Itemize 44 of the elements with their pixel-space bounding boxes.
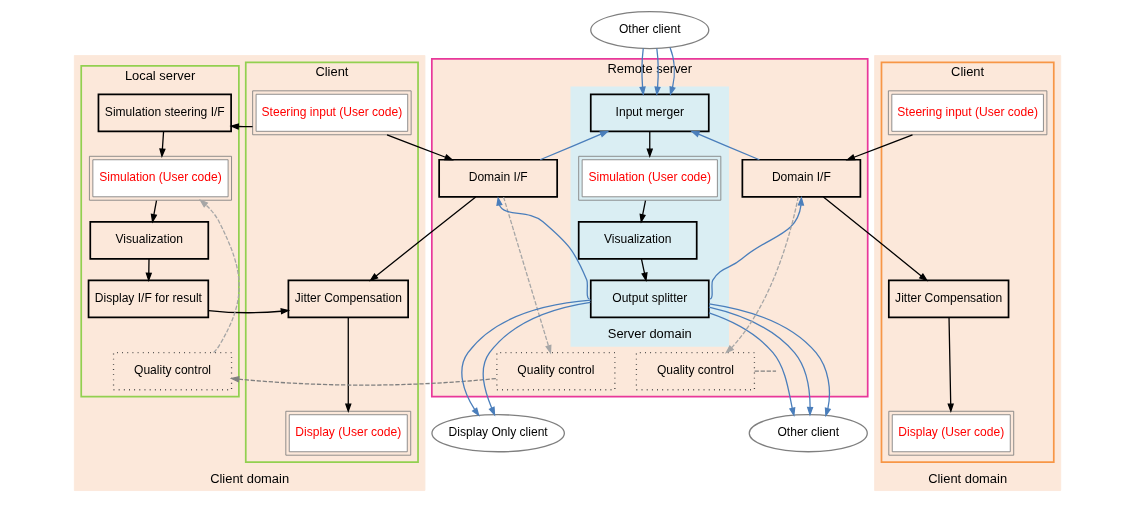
arrow <box>368 196 476 282</box>
arrow <box>344 316 352 413</box>
arrow <box>385 134 454 161</box>
arrow <box>502 196 551 355</box>
arrow <box>653 47 661 97</box>
node-box: Domain I/F <box>741 158 861 198</box>
node-box: Quality control <box>112 352 232 391</box>
node-ellipse: Other client <box>589 10 709 50</box>
arrow <box>539 130 609 161</box>
arrow <box>145 258 152 283</box>
arrow <box>845 134 913 161</box>
node-box: Output splitter <box>589 279 710 319</box>
arrow <box>708 196 804 300</box>
node-box: Quality control <box>635 352 755 391</box>
arrow <box>707 306 813 417</box>
node-box: Input merger <box>589 93 710 133</box>
node-box: Domain I/F <box>437 158 558 198</box>
node-box: Jitter Compensation <box>887 279 1009 319</box>
node-box: Display I/F for result <box>87 279 209 319</box>
arrow <box>946 316 954 413</box>
node-box: Simulation steering I/F <box>97 93 232 133</box>
node-box: Jitter Compensation <box>287 279 409 319</box>
arrow <box>724 196 799 354</box>
connector <box>753 370 777 372</box>
arrow <box>639 199 646 224</box>
node-box: Visualization <box>88 220 209 260</box>
arrow <box>708 303 831 418</box>
arrow <box>482 301 591 417</box>
arrow <box>638 47 646 97</box>
arrow <box>198 199 240 354</box>
node-ellipse: Other client <box>748 414 868 453</box>
arrow <box>689 130 760 161</box>
arrow <box>495 196 590 300</box>
arrow <box>640 258 648 283</box>
node-box: Quality control <box>495 352 616 391</box>
arrow <box>229 375 497 386</box>
arrow <box>460 299 591 417</box>
arrow <box>207 308 290 315</box>
arrow <box>822 196 928 282</box>
arrow <box>150 199 157 224</box>
arrow <box>158 130 166 159</box>
arrow <box>707 312 795 417</box>
node-ellipse: Display Only client <box>430 414 565 453</box>
node-box: Visualization <box>577 220 698 260</box>
